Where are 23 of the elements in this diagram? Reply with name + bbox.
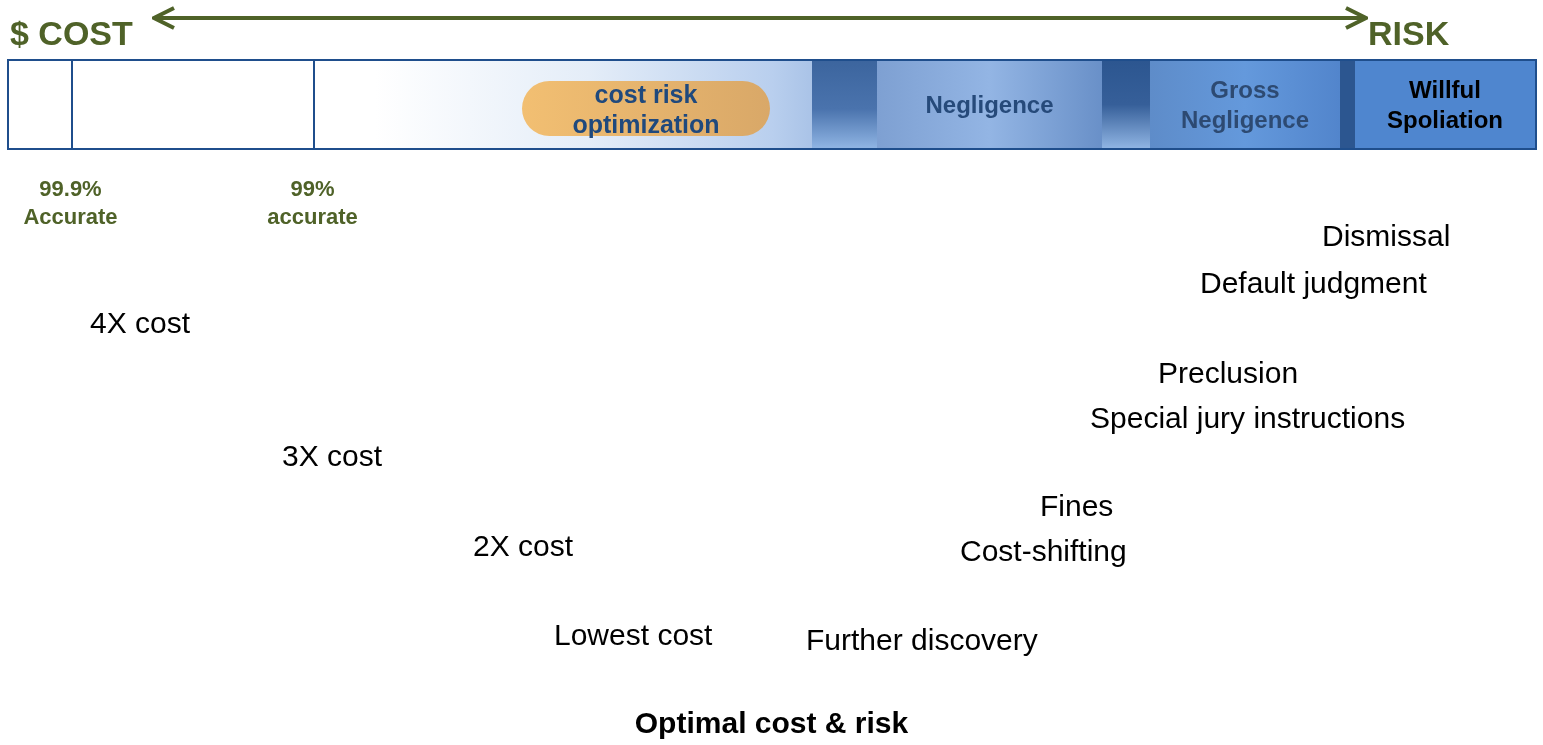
caption: Optimal cost & risk [634,706,909,739]
dark-band [1340,61,1355,148]
cost-label: 4X cost [90,305,191,341]
cost-heading: $ COST [10,12,152,54]
negligence-segment: Negligence [877,61,1102,148]
dark-band [1102,61,1150,148]
sanction-label: Fines [1040,488,1114,524]
accuracy-label: 99% accurate [266,175,359,231]
sanction-label: Special jury instructions [1090,400,1406,436]
sanction-label: Further discovery [806,622,1038,658]
dark-band [812,61,877,148]
sanction-label: Dismissal [1322,218,1451,254]
spectrum-bar [7,59,1537,150]
cost-label: 2X cost [473,528,574,564]
cost-label: 3X cost [282,438,383,474]
gross-negligence-segment: Gross Negligence [1150,61,1340,148]
sanction-label: Cost-shifting [960,533,1127,569]
double-arrow [152,6,1368,30]
sanction-label: Preclusion [1158,355,1299,391]
risk-heading: RISK [1368,12,1468,54]
cost-label: Lowest cost [554,617,713,653]
accuracy-label: 99.9% Accurate [22,175,119,231]
sanction-label: Default judgment [1200,265,1427,301]
